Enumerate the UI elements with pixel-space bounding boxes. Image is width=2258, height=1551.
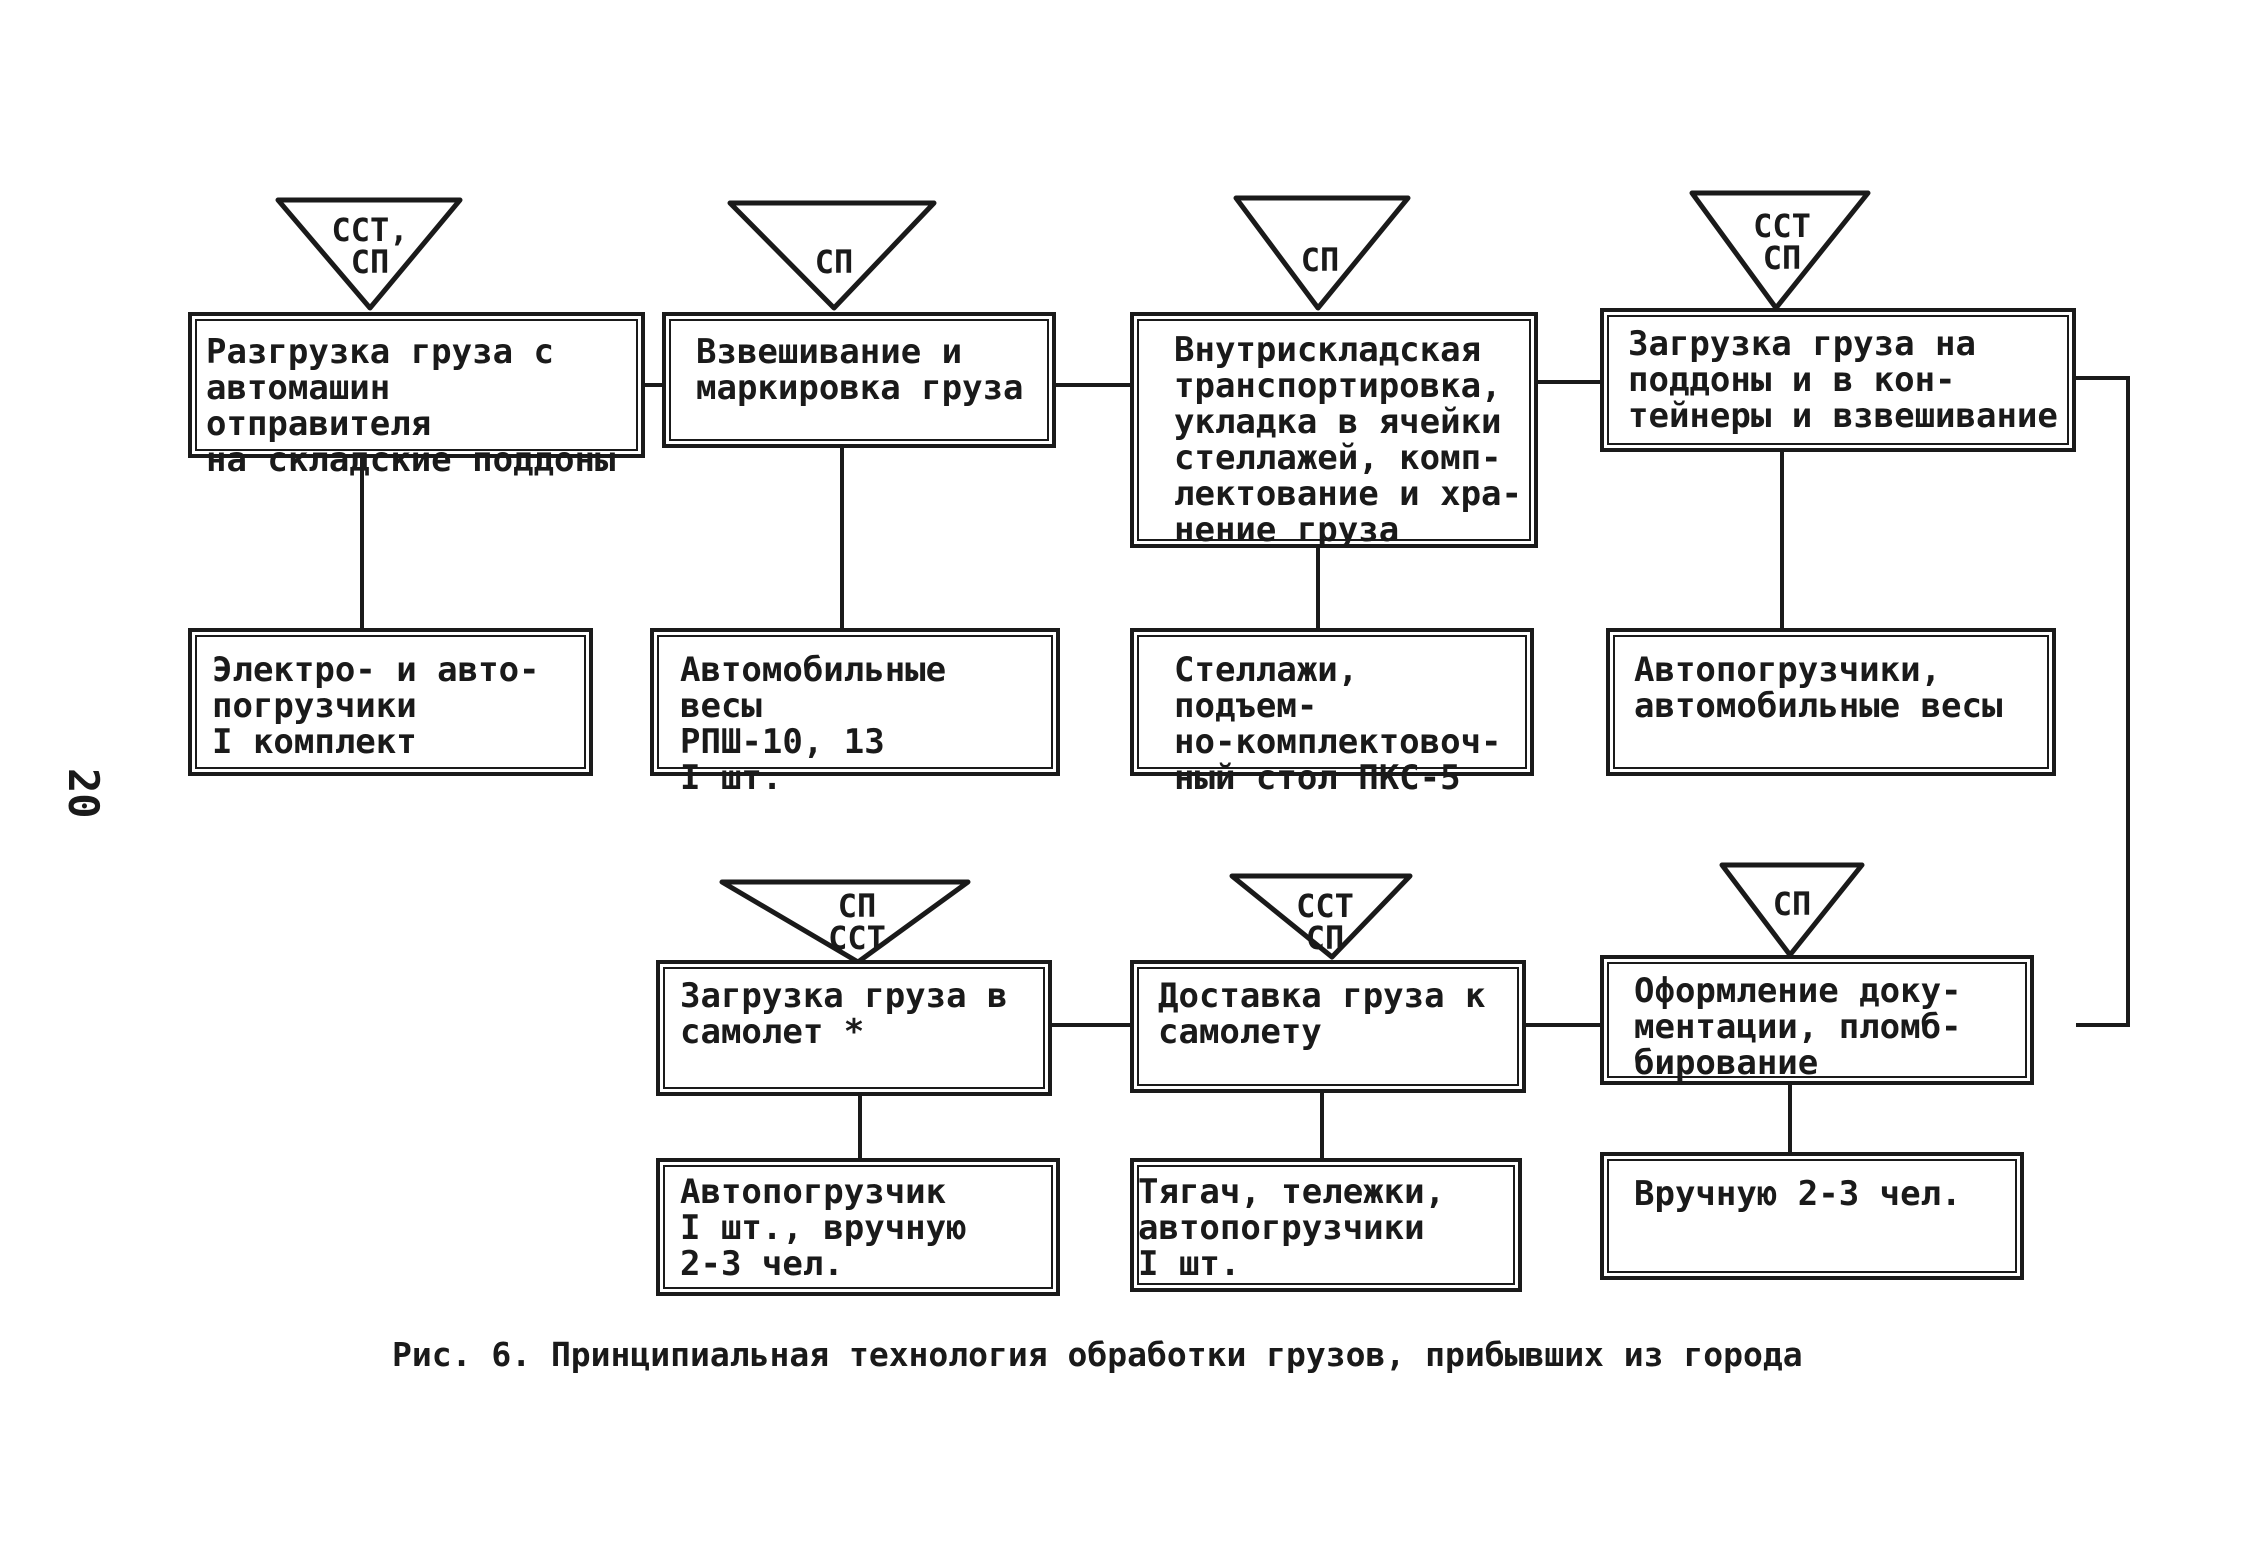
process-text-docs: Оформление доку- ментации, пломб- бирова… (1634, 971, 1962, 1083)
resource-text-pallets: Автопогрузчики, автомобильные весы (1634, 650, 2003, 726)
resource-text-weigh: Автомобильные весы РПШ-10, 13 I шт. (680, 650, 947, 798)
resource-box-pallets: Автопогрузчики, автомобильные весы (1606, 628, 2056, 776)
marker-triangle-delivery (1229, 873, 1413, 960)
process-text-weigh: Взвешивание и маркировка груза (696, 332, 1024, 408)
marker-triangle-storage (1233, 195, 1411, 311)
resource-text-unload: Электро- и авто- погрузчики I комплект (212, 650, 540, 762)
process-box-weigh: Взвешивание и маркировка груза (662, 312, 1056, 448)
process-text-unload: Разгрузка груза с автомашин отправителя … (206, 332, 616, 480)
resource-text-delivery: Тягач, тележки, автопогрузчики I шт. (1138, 1172, 1446, 1284)
process-text-loading: Загрузка груза в самолет * (680, 976, 1008, 1052)
process-box-pallets: Загрузка груза на поддоны и в кон- тейне… (1600, 308, 2076, 452)
marker-triangle-docs (1719, 862, 1865, 958)
resource-box-delivery: Тягач, тележки, автопогрузчики I шт. (1130, 1158, 1522, 1292)
resource-box-unload: Электро- и авто- погрузчики I комплект (188, 628, 593, 776)
resource-text-loading: Автопогрузчик I шт., вручную 2-3 чел. (680, 1172, 967, 1284)
process-box-loading: Загрузка груза в самолет * (656, 960, 1052, 1096)
marker-triangle-unload (275, 197, 463, 311)
marker-label-pallets: ССТ СП (1753, 207, 1811, 277)
marker-label-delivery: ССТ СП (1296, 887, 1354, 957)
process-box-delivery: Доставка груза к самолету (1130, 960, 1526, 1093)
marker-triangle-loading (719, 879, 971, 965)
resource-box-weigh: Автомобильные весы РПШ-10, 13 I шт. (650, 628, 1060, 796)
process-text-delivery: Доставка груза к самолету (1158, 976, 1486, 1052)
resource-box-storage: Стеллажи, подъем- но-комплектовоч- ный с… (1130, 628, 1534, 796)
marker-label-storage: СП (1300, 241, 1340, 279)
marker-triangle-pallets (1689, 190, 1871, 311)
process-text-storage: Внутрискладская транспортировка, укладка… (1174, 330, 1522, 550)
marker-label-weigh: СП (814, 243, 854, 281)
marker-label-docs: СП (1772, 885, 1812, 923)
resource-text-storage: Стеллажи, подъем- но-комплектовоч- ный с… (1174, 650, 1502, 798)
connector-pallets-docs (2076, 376, 2130, 1027)
marker-label-loading: СП ССТ (828, 887, 886, 957)
marker-triangle-weigh (727, 200, 937, 311)
resource-box-loading: Автопогрузчик I шт., вручную 2-3 чел. (656, 1158, 1060, 1296)
process-text-pallets: Загрузка груза на поддоны и в кон- тейне… (1628, 324, 2058, 436)
resource-box-docs: Вручную 2-3 чел. (1600, 1152, 2024, 1280)
process-box-storage: Внутрискладская транспортировка, укладка… (1130, 312, 1538, 548)
process-box-docs: Оформление доку- ментации, пломб- бирова… (1600, 955, 2034, 1085)
marker-label-unload: ССТ, СП (331, 211, 409, 281)
page-number: 20 (59, 768, 108, 819)
process-box-unload: Разгрузка груза с автомашин отправителя … (188, 312, 645, 478)
figure-caption: Рис. 6. Принципиальная технология обрабо… (392, 1335, 1803, 1374)
resource-text-docs: Вручную 2-3 чел. (1634, 1174, 1962, 1214)
